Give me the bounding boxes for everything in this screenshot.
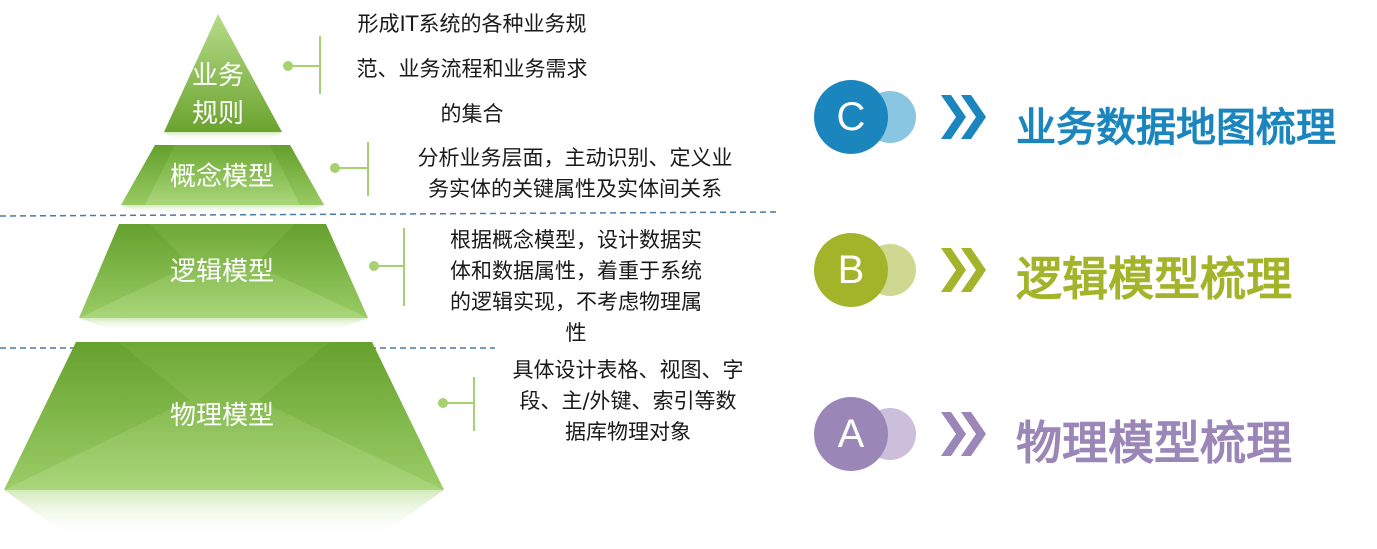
badge-a-letter: A [837,412,865,456]
step-title-b: 逻辑模型梳理 [1016,252,1292,306]
connector-dot-3 [369,261,379,271]
badge-b-letter: B [837,248,865,292]
description-line: 根据概念模型，设计数据实 [450,228,702,252]
pyramid-label-4-text: 物理模型 [169,401,274,431]
badge-c-letter: C [836,95,866,139]
description-line: 段、主/外键、索引等数 [519,389,737,413]
chevron-right-icon [941,248,986,292]
description-line: 的逻辑实现，不考虑物理属 [450,290,702,314]
connector-dot-4 [438,398,448,408]
badge-c: C [814,80,888,154]
description-line: 分析业务层面，主动识别、定义业 [417,146,733,170]
step-title-c: 业务数据地图梳理 [1016,105,1336,151]
pyramid-level-2 [121,145,324,214]
pyramid-label-2: 概念模型 [142,158,302,196]
pyramid-level-4 [4,342,444,540]
description-line: 范、业务流程和业务需求 [356,57,588,81]
step-title-a: 物理模型梳理 [1016,416,1292,470]
pyramid-level-1 [164,14,282,140]
pyramid-label-1: 业务 规则 [178,57,258,133]
level-3-description: 根据概念模型，设计数据实 体和数据属性，着重于系统 的逻辑实现，不考虑物理属 性 [416,225,736,349]
connector-dot-1 [283,61,293,71]
bracket-4 [443,377,475,431]
pyramid-label-1-line: 规则 [191,99,244,129]
badge-b: B [814,233,888,307]
pyramid-label-3: 逻辑模型 [142,253,302,291]
bracket-2 [335,142,369,196]
level-2-description: 分析业务层面，主动识别、定义业 务实体的关键属性及实体间关系 [380,143,770,205]
pyramid-label-4: 物理模型 [142,397,302,435]
description-line: 性 [565,321,587,345]
description-line: 体和数据属性，着重于系统 [450,259,702,283]
chevron-right-icon [941,412,986,456]
description-line: 的集合 [440,102,504,126]
description-line: 形成IT系统的各种业务规 [357,12,587,36]
separator-line-1 [0,211,781,217]
level-1-description: 形成IT系统的各种业务规 范、业务流程和业务需求 的集合 [322,2,622,137]
description-line: 具体设计表格、视图、字 [512,358,744,382]
chevron-right-icon [941,95,986,139]
connector-dot-2 [330,163,340,173]
description-line: 据库物理对象 [565,420,691,444]
bracket-1 [288,36,321,94]
pyramid-level-3 [79,224,368,332]
badge-a: A [814,397,888,471]
description-line: 务实体的关键属性及实体间关系 [428,177,722,201]
pyramid-label-3-text: 逻辑模型 [169,257,274,287]
pyramid-label-1-line: 业务 [191,61,244,91]
pyramid-label-2-text: 概念模型 [169,162,274,192]
level-4-description: 具体设计表格、视图、字 段、主/外键、索引等数 据库物理对象 [480,355,776,448]
